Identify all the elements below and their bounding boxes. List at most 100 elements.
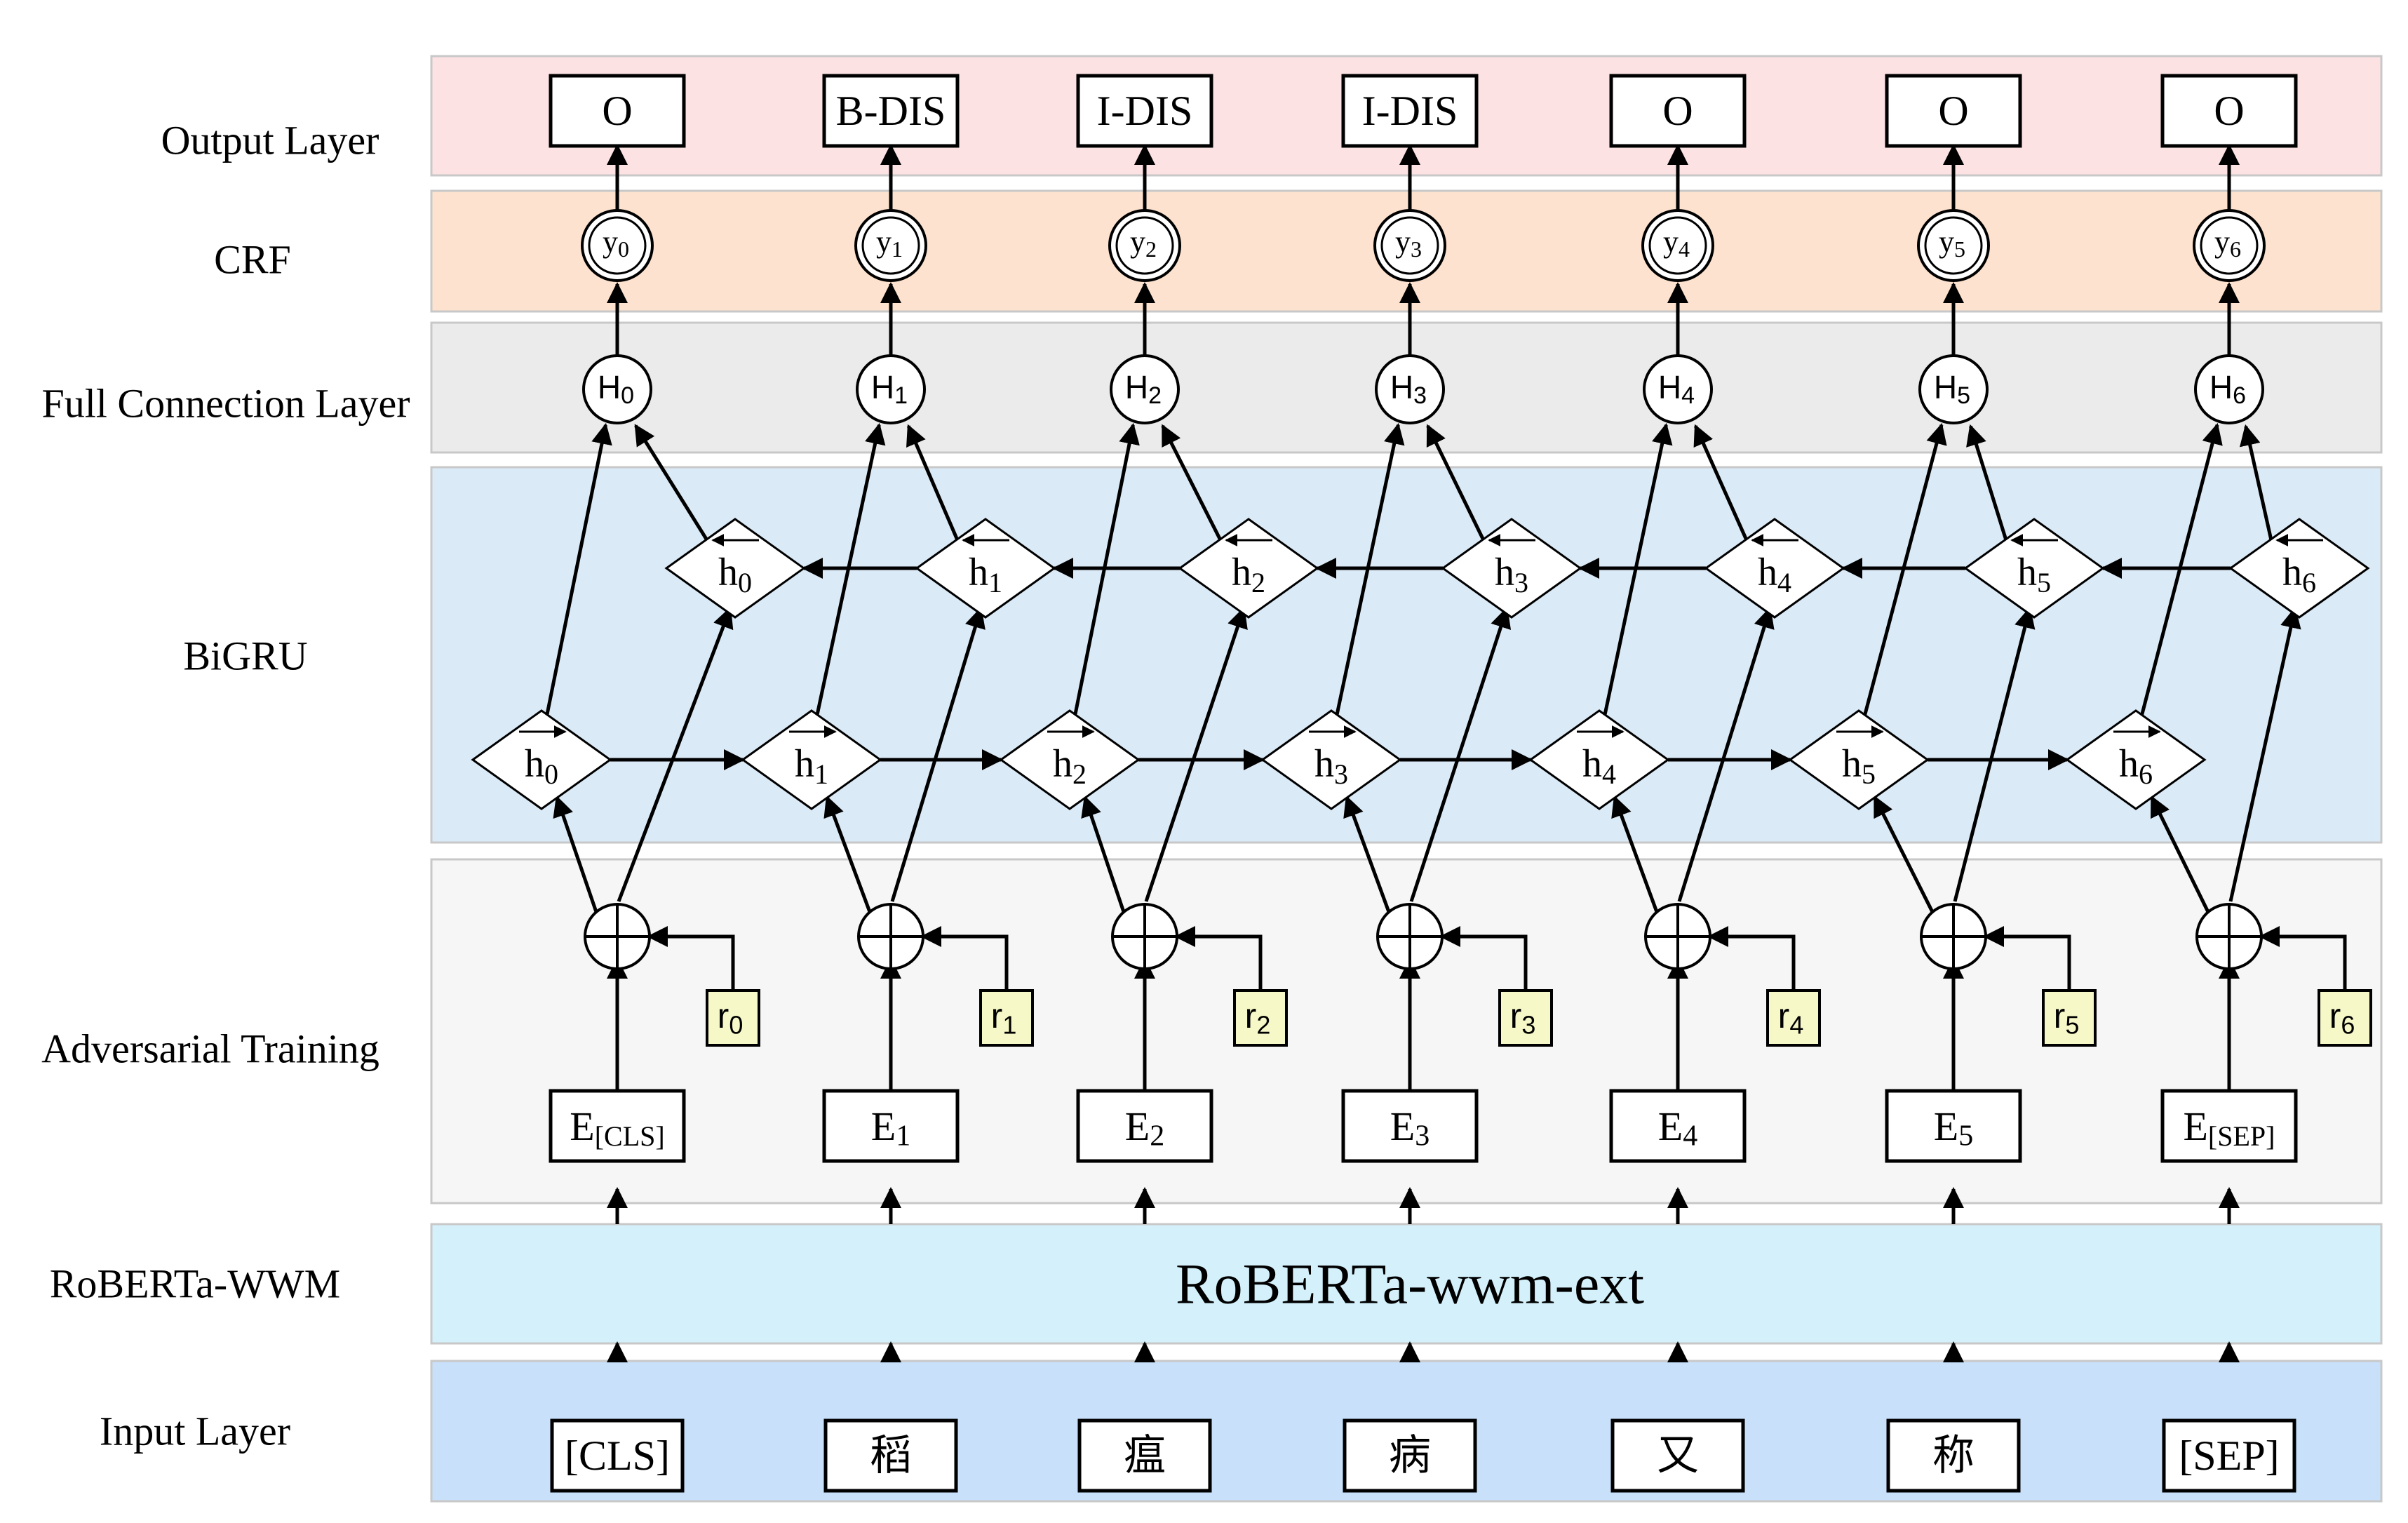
band-bigru: [430, 466, 2383, 844]
input-token-box: [550, 1418, 685, 1493]
input-token-box: [823, 1418, 958, 1493]
embedding-box: [822, 1089, 960, 1163]
output-tag-box: [1076, 74, 1213, 148]
layer-label-input: Input Layer: [100, 1409, 290, 1454]
crf-state-label: y1: [876, 224, 903, 262]
arrow-forward-gru-to-hidden: [1071, 422, 1140, 725]
arrow-sum-to-forward-gru: [1081, 795, 1126, 913]
fc-hidden-node: [2194, 354, 2264, 424]
arrow-sum-to-backward-gru: [1409, 606, 1512, 902]
fc-hidden-label: H2: [1125, 369, 1162, 409]
arrow-sum-to-forward-gru: [1611, 795, 1659, 913]
output-tag-box: [1341, 74, 1479, 148]
arrow-backward-gru-to-hidden: [634, 424, 709, 542]
embedding-label: E[SEP]: [2183, 1103, 2275, 1152]
layer-label-fc: Full Connection Layer: [41, 381, 410, 427]
forward-hidden-label: h0: [525, 742, 558, 790]
perturbation-box: [1766, 989, 1821, 1047]
output-tag: B-DIS: [836, 88, 946, 134]
output-tag-box: [1609, 74, 1747, 148]
arrow-perturbation-to-sum: [1707, 926, 1796, 991]
input-token-box: [1886, 1418, 2021, 1493]
input-token: [SEP]: [2179, 1433, 2279, 1479]
layer-label-crf: CRF: [214, 237, 291, 283]
crf-state-node: [1917, 209, 1990, 282]
crf-state-inner-ring: [588, 216, 647, 275]
layer-label-roberta: RoBERTa-WWM: [50, 1261, 341, 1307]
fc-hidden-label: H5: [1934, 369, 1970, 409]
perturbation-label: r2: [1245, 996, 1271, 1039]
backward-hidden-label: h0: [718, 551, 752, 598]
arrow-perturbation-to-sum: [1439, 926, 1528, 991]
crf-state-node: [1641, 209, 1714, 282]
arrow-forward-gru-to-hidden: [543, 422, 612, 725]
fc-hidden-label: H6: [2209, 369, 2246, 409]
output-tag: O: [1938, 88, 1968, 134]
arrow-sum-to-backward-gru: [1144, 606, 1248, 902]
perturbation-label: r4: [1778, 996, 1804, 1039]
forward-gru-node: [1260, 709, 1402, 810]
perturbation-box: [1233, 989, 1288, 1047]
crf-state-label: y0: [603, 224, 629, 262]
arrow-sum-to-backward-gru: [890, 606, 986, 902]
crf-state-node: [1373, 209, 1446, 282]
forward-hidden-label: h2: [1053, 742, 1087, 790]
arrow-sum-to-forward-gru: [553, 795, 598, 913]
fc-hidden-node: [1918, 354, 1989, 424]
embedding-box: [549, 1089, 686, 1163]
arrow-perturbation-to-sum: [2259, 926, 2347, 991]
crf-state-inner-ring: [1648, 216, 1707, 275]
perturbation-box: [706, 989, 760, 1047]
perturbation-box: [2318, 989, 2372, 1047]
fc-hidden-label: H0: [598, 369, 634, 409]
crf-state-inner-ring: [2200, 216, 2259, 275]
fc-hidden-node: [856, 354, 926, 424]
forward-gru-node: [1788, 709, 1930, 810]
output-tag-box: [822, 74, 960, 148]
arrow-backward-gru-to-hidden: [1966, 424, 2008, 541]
arrow-forward-gru-to-hidden: [1601, 422, 1673, 725]
arrow-backward-gru-to-hidden: [2239, 424, 2273, 541]
embedding-box: [1885, 1089, 2022, 1163]
arrow-forward-gru-to-hidden: [2137, 422, 2223, 725]
input-token: 稻: [870, 1433, 912, 1479]
arrow-perturbation-to-sum: [1983, 926, 2071, 991]
input-token-box: [1610, 1418, 1745, 1493]
fc-hidden-node: [1375, 354, 1445, 424]
backward-hidden-label: h6: [2282, 551, 2316, 598]
crf-state-node: [854, 209, 927, 282]
roberta-block-title: RoBERTa-wwm-ext: [1176, 1252, 1644, 1316]
arrow-sum-to-forward-gru: [1873, 795, 1935, 913]
fc-hidden-label: H1: [871, 369, 908, 409]
forward-gru-node: [999, 709, 1141, 810]
embedding-label: E3: [1390, 1103, 1430, 1153]
embedding-label: E2: [1125, 1103, 1164, 1153]
arrow-sum-to-forward-gru: [2150, 795, 2210, 913]
input-token-box: [1077, 1418, 1212, 1493]
perturbation-label: r5: [2054, 996, 2080, 1039]
band-roberta: [430, 1223, 2383, 1345]
embedding-label: E5: [1934, 1103, 1973, 1153]
crf-state-label: y2: [1130, 224, 1157, 262]
forward-gru-node: [471, 709, 612, 810]
input-token: 称: [1932, 1433, 1975, 1479]
output-tag-box: [1885, 74, 2022, 148]
arrow-sum-to-backward-gru: [617, 606, 734, 902]
backward-hidden-label: h1: [969, 551, 1002, 598]
input-token: 瘟: [1124, 1433, 1166, 1479]
input-token: 又: [1657, 1433, 1699, 1479]
embedding-box: [1609, 1089, 1747, 1163]
fc-hidden-label: H3: [1390, 369, 1427, 409]
perturbation-box: [1498, 989, 1553, 1047]
arrow-forward-gru-to-hidden: [813, 422, 886, 725]
arrow-backward-gru-to-hidden: [1161, 424, 1223, 542]
perturbation-label: r0: [718, 996, 744, 1039]
backward-hidden-label: h3: [1495, 551, 1528, 598]
